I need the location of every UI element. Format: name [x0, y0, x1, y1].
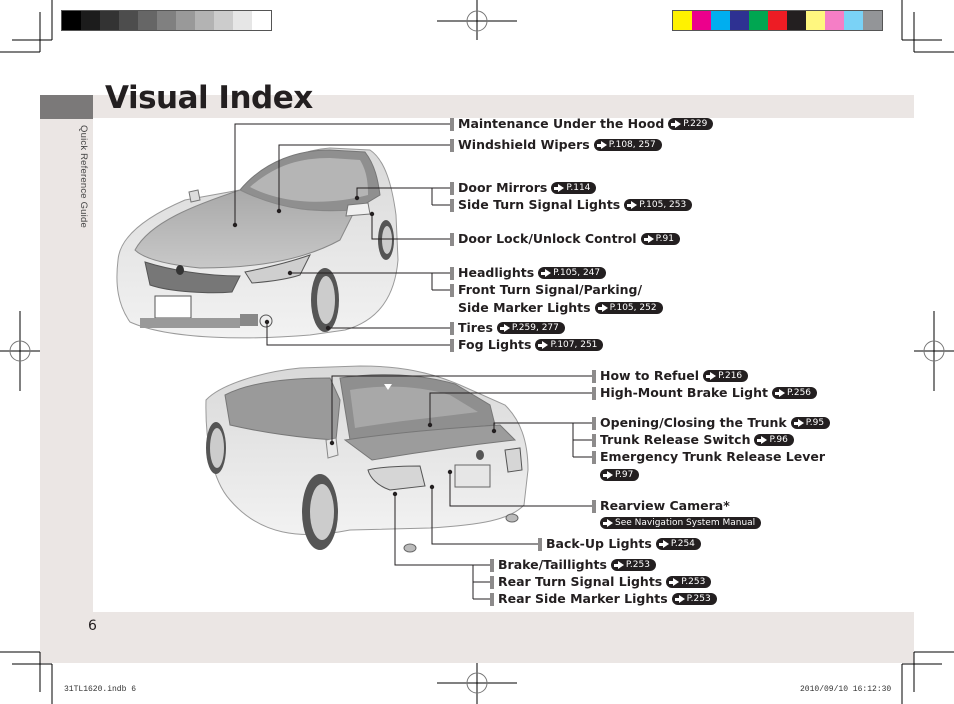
callout-marker [450, 232, 454, 246]
arrow-right-icon [603, 471, 613, 479]
page-reference-link[interactable]: P.256 [771, 387, 818, 399]
page-reference-link[interactable]: P.97 [600, 469, 640, 481]
callout-tires[interactable]: Tires P.259, 277 [450, 320, 565, 336]
callout-how-to-refuel[interactable]: How to Refuel P.216 [592, 368, 749, 384]
arrow-right-icon [499, 324, 510, 332]
arrow-right-icon [658, 540, 669, 548]
arrow-right-icon [541, 269, 552, 277]
callout-rearview-camera-ref[interactable]: See Navigation System Manual [592, 515, 762, 531]
callout-marker [450, 321, 454, 335]
page-reference-link[interactable]: P.105, 253 [624, 199, 693, 211]
callout-marker [592, 450, 596, 464]
callout-marker [490, 592, 494, 606]
arrow-right-icon [596, 141, 607, 149]
callout-front-turn-signal-parking[interactable]: Front Turn Signal/Parking/ [450, 282, 642, 298]
page-reference-link[interactable]: P.91 [640, 233, 680, 245]
arrow-right-icon [674, 595, 685, 603]
page-title: Visual Index [105, 80, 313, 116]
arrow-right-icon [793, 419, 804, 427]
print-slug-timestamp: 2010/09/10 16:12:30 [800, 685, 892, 694]
callout-marker [592, 369, 596, 383]
callout-door-lock-unlock-control[interactable]: Door Lock/Unlock Control P.91 [450, 231, 680, 247]
arrow-right-icon [643, 235, 654, 243]
callout-marker [592, 433, 596, 447]
callout-marker [450, 138, 454, 152]
arrow-right-icon [757, 436, 768, 444]
callout-marker [450, 198, 454, 212]
callout-back-up-lights[interactable]: Back-Up Lights P.254 [538, 536, 701, 552]
arrow-right-icon [597, 304, 608, 312]
callout-fog-lights[interactable]: Fog Lights P.107, 251 [450, 337, 604, 353]
callout-door-mirrors[interactable]: Door Mirrors P.114 [450, 180, 597, 196]
page-reference-link[interactable]: P.253 [610, 559, 656, 571]
page-reference-link[interactable]: P.114 [551, 182, 597, 194]
callout-marker [538, 537, 542, 551]
page-reference-link[interactable]: P.253 [671, 593, 717, 605]
callout-rear-turn-signal-lights[interactable]: Rear Turn Signal Lights P.253 [490, 574, 712, 590]
callout-brake-taillights[interactable]: Brake/Taillights P.253 [490, 557, 656, 573]
page-reference-link[interactable]: P.96 [754, 434, 794, 446]
grayscale-color-bar [61, 10, 272, 31]
callout-opening-closing-trunk[interactable]: Opening/Closing the Trunk P.95 [592, 415, 831, 431]
arrow-right-icon [669, 578, 680, 586]
callout-marker [592, 386, 596, 400]
page-number: 6 [88, 618, 97, 634]
callout-side-turn-signal-lights[interactable]: Side Turn Signal Lights P.105, 253 [450, 197, 693, 213]
arrow-right-icon [774, 389, 785, 397]
page-reference-link[interactable]: P.108, 257 [593, 139, 662, 151]
page-reference-link[interactable]: P.216 [703, 370, 749, 382]
page-reference-link[interactable]: P.105, 252 [594, 302, 663, 314]
page-reference-link[interactable]: P.254 [655, 538, 701, 550]
arrow-right-icon [538, 341, 549, 349]
page-reference-link[interactable]: P.105, 247 [538, 267, 607, 279]
callout-marker [450, 117, 454, 131]
callout-marker [450, 181, 454, 195]
callout-high-mount-brake-light[interactable]: High-Mount Brake Light P.256 [592, 385, 818, 401]
callout-marker [490, 558, 494, 572]
section-tab-label: Quick Reference Guide [78, 125, 89, 228]
page-reference-link[interactable]: P.229 [668, 118, 714, 130]
page-reference-link[interactable]: P.253 [666, 576, 712, 588]
navigation-manual-reference-link[interactable]: See Navigation System Manual [600, 517, 762, 529]
callout-maintenance-under-hood[interactable]: Maintenance Under the Hood P.229 [450, 116, 714, 132]
arrow-right-icon [706, 372, 717, 380]
page-reference-link[interactable]: P.95 [790, 417, 831, 429]
callout-emergency-trunk-release-lever[interactable]: Emergency Trunk Release Lever [592, 449, 825, 465]
callout-side-marker-lights[interactable]: Side Marker Lights P.105, 252 [450, 300, 663, 316]
arrow-right-icon [671, 120, 682, 128]
arrow-right-icon [613, 561, 624, 569]
process-color-bar [672, 10, 883, 31]
callout-marker [450, 338, 454, 352]
arrow-right-icon [554, 184, 565, 192]
callout-marker [490, 575, 494, 589]
section-tab-marker [40, 95, 93, 119]
callout-marker [450, 283, 454, 297]
arrow-right-icon [627, 201, 638, 209]
callout-windshield-wipers[interactable]: Windshield Wipers P.108, 257 [450, 137, 662, 153]
callout-emergency-trunk-release-ref[interactable]: P.97 [592, 467, 640, 483]
page-reference-link[interactable]: P.107, 251 [535, 339, 604, 351]
page-reference-link[interactable]: P.259, 277 [496, 322, 565, 334]
print-slug-file: 31TL1620.indb 6 [64, 685, 137, 694]
callout-rearview-camera[interactable]: Rearview Camera* [592, 498, 730, 514]
callout-headlights[interactable]: Headlights P.105, 247 [450, 265, 607, 281]
arrow-right-icon [603, 519, 613, 527]
callout-marker [592, 416, 596, 430]
callout-trunk-release-switch[interactable]: Trunk Release Switch P.96 [592, 432, 794, 448]
callout-marker [592, 499, 596, 513]
callout-rear-side-marker-lights[interactable]: Rear Side Marker Lights P.253 [490, 591, 717, 607]
callout-marker [450, 266, 454, 280]
